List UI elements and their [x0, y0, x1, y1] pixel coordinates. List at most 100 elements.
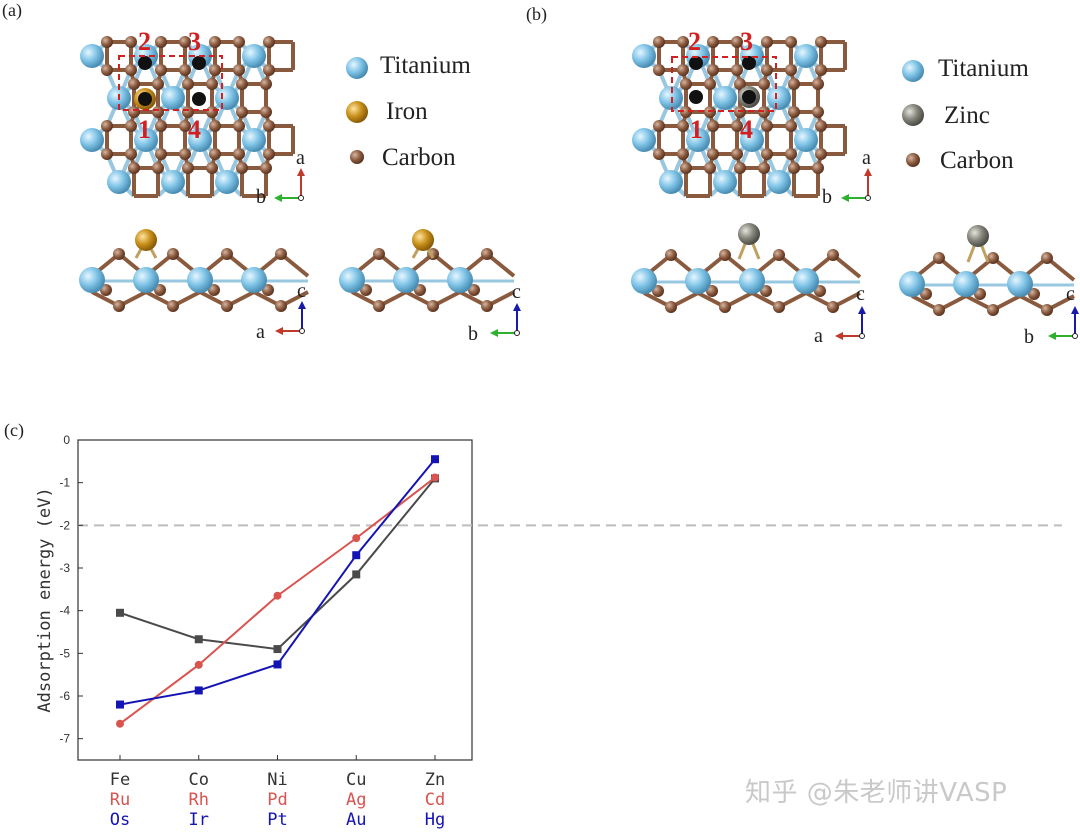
- series-2-point: [194, 686, 203, 695]
- side-a2-titanium-atom: [339, 267, 365, 293]
- side-b1-carbon-atom: [706, 285, 718, 297]
- side-a1-carbon-atom: [113, 300, 125, 312]
- triad-a-s1-up-label: c: [297, 280, 306, 302]
- top-a-carbon-atom: [179, 36, 191, 48]
- side-a1-titanium-atom: [187, 267, 213, 293]
- top-a-carbon-atom: [209, 148, 221, 160]
- top-b-carbon-atom: [707, 36, 719, 48]
- triad-a-s1-origin: [299, 328, 305, 334]
- panel-a-label: (a): [2, 0, 22, 20]
- side-b2-carbon-atom: [1041, 252, 1053, 264]
- side-b1-carbon-atom: [827, 301, 839, 313]
- side-a1-carbon-atom: [208, 284, 220, 296]
- triad-a-s2-up-head: [513, 303, 521, 311]
- top-a-carbon-atom: [206, 106, 218, 118]
- top-a-titanium-atom: [215, 86, 239, 110]
- top-a-carbon-atom: [209, 64, 221, 76]
- side-a1-titanium-atom: [79, 267, 105, 293]
- triad-b-s2-up-head: [1071, 306, 1079, 314]
- series-2-point: [116, 700, 124, 709]
- side-a2-carbon-atom: [468, 284, 480, 296]
- top-a-carbon-atom: [152, 106, 164, 118]
- triad-b-s1-left-head: [835, 332, 843, 340]
- x-category-label: Au: [346, 810, 366, 830]
- side-b1-titanium-atom: [631, 268, 657, 294]
- top-a-carbon-atom: [101, 148, 113, 160]
- side-b1-carbon-atom: [814, 285, 826, 297]
- top-a-carbon-atom: [263, 120, 275, 132]
- side-b2-carbon-atom: [974, 288, 986, 300]
- side-a2-carbon-atom: [427, 300, 439, 312]
- side-a2-carbon-atom: [481, 248, 493, 260]
- x-category-label: Pt: [267, 810, 287, 830]
- top-b-carbon-atom: [680, 106, 692, 118]
- top-b-carbon-atom: [788, 162, 800, 174]
- side-b2-carbon-atom: [1041, 304, 1053, 316]
- x-category-label: Zn: [425, 770, 445, 790]
- top-b-carbon-atom: [761, 120, 773, 132]
- y-tick-label: -1: [59, 476, 70, 490]
- site-marker: [742, 56, 756, 70]
- x-category-label: Os: [110, 810, 130, 830]
- top-b-carbon-atom: [677, 148, 689, 160]
- triad-b-s1-up-label: c: [856, 283, 865, 305]
- y-tick-label: -4: [59, 604, 70, 618]
- top-a-carbon-atom: [209, 120, 221, 132]
- top-a-carbon-atom: [152, 162, 164, 174]
- triad-a-s1-up-head: [298, 301, 306, 309]
- side-a1-carbon-atom: [113, 248, 125, 260]
- top-b-carbon-atom: [761, 148, 773, 160]
- top-a-carbon-atom: [179, 148, 191, 160]
- side-a1-adatom: [135, 229, 157, 251]
- top-b-carbon-atom: [734, 162, 746, 174]
- site-marker: [689, 90, 703, 104]
- side-view-b-2: [899, 225, 1076, 316]
- top-b-carbon-atom: [677, 120, 689, 132]
- series-1-point: [273, 591, 282, 600]
- top-a-carbon-atom: [125, 36, 137, 48]
- top-a-carbon-atom: [182, 78, 194, 90]
- series-0-point: [194, 635, 203, 644]
- top-a-carbon-atom: [233, 148, 245, 160]
- triad-a-top-up-label: a: [296, 147, 305, 169]
- side-a1-carbon-atom: [275, 300, 287, 312]
- top-b-carbon-atom: [815, 64, 827, 76]
- side-a1-carbon-atom: [167, 300, 179, 312]
- side-a2-carbon-atom: [373, 248, 385, 260]
- top-a-carbon-atom: [263, 64, 275, 76]
- side-b2-carbon-atom: [1028, 288, 1040, 300]
- top-a-carbon-atom: [155, 64, 167, 76]
- triad-b-s2-up-label: c: [1066, 283, 1075, 305]
- x-category-label: Co: [189, 770, 209, 790]
- top-a-carbon-atom: [179, 64, 191, 76]
- side-b2-carbon-atom: [933, 252, 945, 264]
- side-a1-carbon-atom: [275, 248, 287, 260]
- y-tick-label: -6: [59, 689, 70, 703]
- side-a1-titanium-atom: [241, 267, 267, 293]
- side-a1-carbon-atom: [167, 248, 179, 260]
- legend-b-zinc-sphere: [902, 104, 924, 126]
- top-a-carbon-atom: [260, 78, 272, 90]
- top-b-carbon-atom: [731, 120, 743, 132]
- series-1-point: [194, 660, 203, 669]
- top-a-titanium-atom: [161, 170, 185, 194]
- side-a2-carbon-atom: [414, 284, 426, 296]
- site-marker: [742, 90, 756, 104]
- side-b2-carbon-atom: [933, 304, 945, 316]
- site-label-b-2: 2: [688, 27, 701, 56]
- triad-a-top-left-label: b: [256, 186, 266, 208]
- top-b-carbon-atom: [815, 36, 827, 48]
- triad-a-s1-left-head: [275, 327, 283, 335]
- side-b2-carbon-atom: [920, 288, 932, 300]
- legend-a-titanium-sphere: [346, 57, 368, 79]
- top-b-carbon-atom: [653, 148, 665, 160]
- x-category-label: Hg: [425, 810, 445, 830]
- legend-a-carbon-sphere: [350, 150, 364, 164]
- top-b-carbon-atom: [785, 36, 797, 48]
- series-2-point: [352, 551, 361, 560]
- triad-a-s1-left-label: a: [256, 321, 265, 343]
- top-a-carbon-atom: [263, 36, 275, 48]
- site-label-a-3: 3: [188, 27, 201, 56]
- y-tick-label: -5: [59, 646, 70, 660]
- legend-b-carbon-sphere: [906, 153, 920, 167]
